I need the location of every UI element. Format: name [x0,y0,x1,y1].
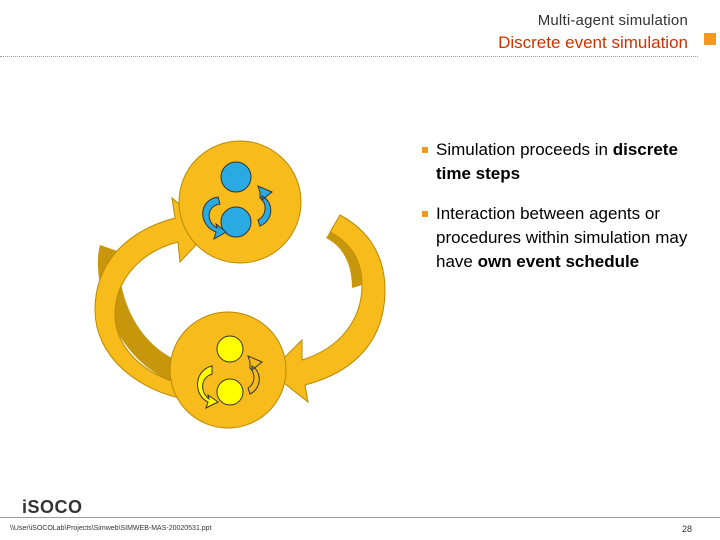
bottom-agent-2 [216,378,244,406]
bottom-left-loop-icon [197,365,219,409]
page-number: 28 [681,524,692,534]
top-left-loop-icon [202,196,227,241]
bullet-bold-text: own event schedule [477,252,640,271]
bottom-disc [169,311,287,429]
header-accent-square [704,33,716,45]
top-right-loop-icon [257,185,273,227]
bullet-item: Simulation proceeds in discrete time ste… [422,138,712,186]
footer-divider [0,517,720,518]
top-agent-1 [220,161,252,193]
page-title: Discrete event simulation [498,33,688,52]
bullet-list: Simulation proceeds in discrete time ste… [422,138,712,290]
bullet-text: Simulation proceeds in [436,140,613,159]
right-cycle-arrow [269,214,386,404]
header-supertitle: Multi-agent simulation [537,12,688,29]
bullet-item: Interaction between agents or procedures… [422,202,712,274]
bottom-agent-1 [216,335,244,363]
bottom-right-loop-icon [247,355,263,395]
event-cycle-diagram [94,140,386,429]
left-arrow-body [94,196,211,401]
right-arrow-body [269,214,386,404]
right-arrow-shadow [326,232,362,288]
bullet-square-icon [422,211,428,217]
footer-file-path: \\User\iSOCOLab\Projects\Simweb\SIMWEB-M… [10,525,212,532]
bullet-square-icon [422,147,428,153]
top-disc [178,140,302,264]
bullet-text: Interaction between agents or procedures… [436,204,688,271]
bullet-bold-text: discrete time steps [436,140,678,183]
top-agent-2 [220,206,252,238]
footer-logo: iSOCO [22,497,83,517]
header-divider [0,56,698,57]
